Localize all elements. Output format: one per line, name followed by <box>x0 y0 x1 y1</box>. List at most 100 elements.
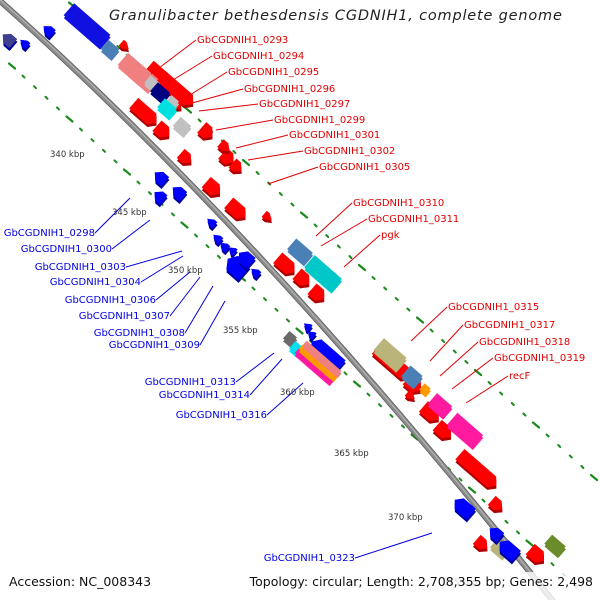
leader-line <box>111 219 151 250</box>
inner-tick-dot <box>499 391 504 396</box>
lightcoral-block <box>302 340 342 379</box>
pink-block-body <box>427 393 453 417</box>
forward-feature-label: GbCGDNIH1_0294 <box>213 51 304 62</box>
forward-cds-arrow-body <box>432 419 451 439</box>
forward-cds-arrow-body <box>228 158 242 172</box>
pink-block <box>427 393 453 420</box>
inner-tick-dot <box>568 454 573 459</box>
leader-line <box>247 150 304 161</box>
cyan-block-body <box>304 255 342 291</box>
outer-tick-dot <box>79 127 83 132</box>
forward-cds-arrow-body <box>217 139 230 151</box>
reverse-cds-arrow <box>307 331 317 343</box>
forward-feature-label: GbCGDNIH1_0302 <box>304 146 395 157</box>
leader-line <box>465 375 509 404</box>
lightcoral-block-body <box>302 340 342 376</box>
forward-cds-arrow <box>432 419 452 442</box>
forward-cds-arrow <box>218 148 234 167</box>
accession-text: Accession: NC_008343 <box>9 574 152 589</box>
forward-feature-label: GbCGDNIH1_0296 <box>244 84 335 95</box>
steelblue-block <box>100 39 120 61</box>
inner-tick-dot <box>429 328 434 333</box>
forward-feature-label: GbCGDNIH1_0305 <box>319 162 410 173</box>
inner-tick-dot <box>197 118 202 123</box>
olive-block-body <box>544 534 566 556</box>
reverse-cds-arrow-body <box>154 171 170 187</box>
inner-tick-dot <box>255 171 260 175</box>
steelblue-block <box>401 365 423 390</box>
reverse-cds-arrow-body <box>489 527 505 543</box>
reverse-feature-label: GbCGDNIH1_0308 <box>94 328 185 339</box>
reverse-cds-arrow <box>154 191 168 208</box>
kbp-label: 350 kbp <box>168 266 203 276</box>
cyan-block <box>157 98 178 121</box>
forward-cds-arrow-body <box>292 268 310 286</box>
reverse-cds-arrow <box>20 39 31 53</box>
reverse-cds-arrow <box>213 234 224 248</box>
outer-tick-dot <box>90 138 95 143</box>
inner-tick-dot <box>441 339 446 343</box>
backbone-line <box>0 0 555 600</box>
orange-block <box>298 344 338 383</box>
steelblue-block-body <box>100 39 120 59</box>
feature-track <box>2 3 566 566</box>
inner-tick-dot <box>348 255 353 259</box>
outer-tick-dot <box>343 371 348 376</box>
forward-cds-arrow <box>217 139 230 154</box>
reverse-feature-label: GbCGDNIH1_0307 <box>79 311 170 322</box>
genome-backbone <box>0 0 556 600</box>
forward-feature-label: GbCGDNIH1_0295 <box>228 67 319 78</box>
reverse-cds-arrow <box>303 323 313 335</box>
inner-tick-dot <box>357 263 367 272</box>
outer-tick-dot <box>56 106 60 111</box>
forward-feature-label: pgk <box>381 230 400 241</box>
outer-tick-dot <box>458 477 463 482</box>
reverse-cds-arrow <box>172 186 188 204</box>
inner-tick-dot <box>415 316 425 324</box>
pink-block <box>294 348 334 387</box>
forward-cds-arrow-body <box>118 39 129 50</box>
forward-cds-arrow <box>228 158 242 175</box>
steelblue-block <box>287 238 314 267</box>
leader-line <box>140 255 184 283</box>
outer-tick-dot <box>205 244 210 249</box>
pink-block <box>446 412 484 451</box>
reverse-feature-label: GbCGDNIH1_0303 <box>35 262 126 273</box>
navy-block-body <box>150 82 170 102</box>
reverse-cds-arrow <box>499 540 522 565</box>
reverse-cds-arrow-body <box>213 234 224 245</box>
kbp-label: 355 kbp <box>223 326 258 336</box>
forward-cds-arrow-body <box>472 534 488 550</box>
reverse-cds-arrow <box>251 268 262 282</box>
forward-cds-arrow-body <box>218 148 234 164</box>
leader-line <box>191 88 244 104</box>
forward-cds-arrow-body <box>197 122 213 138</box>
outer-tick-dot <box>389 413 394 418</box>
forward-feature-label: GbCGDNIH1_0299 <box>274 115 365 126</box>
leader-line <box>184 71 228 99</box>
forward-cds-arrow <box>404 389 415 403</box>
forward-cds-arrow <box>261 210 272 224</box>
leader-line <box>354 532 433 559</box>
outer-tick-dot <box>44 95 49 100</box>
orange-block-body <box>298 344 338 380</box>
olive-block <box>544 534 566 559</box>
reverse-cds-arrow <box>454 498 477 523</box>
outer-tick-dot <box>295 327 304 335</box>
forward-cds-arrow <box>525 543 545 566</box>
forward-cds-arrow-body <box>404 389 415 400</box>
khaki-block <box>373 338 407 373</box>
outer-tick-dot <box>171 212 175 217</box>
outer-tick-dot <box>352 380 362 388</box>
outer-tick-dot <box>263 297 267 302</box>
reverse-feature-label: GbCGDNIH1_0323 <box>264 553 355 564</box>
inner-tick-dot <box>232 150 237 154</box>
outer-tick-dot <box>65 115 74 123</box>
reverse-feature-label: GbCGDNIH1_0304 <box>50 277 141 288</box>
reverse-cds-arrow <box>154 171 170 189</box>
inner-tick-dot <box>241 158 251 167</box>
orange-block-body <box>419 383 431 395</box>
reverse-cds-arrow-body <box>307 331 317 340</box>
inner-tick-dot <box>545 433 550 438</box>
feature-labels: GbCGDNIH1_0293GbCGDNIH1_0294GbCGDNIH1_02… <box>4 35 586 564</box>
